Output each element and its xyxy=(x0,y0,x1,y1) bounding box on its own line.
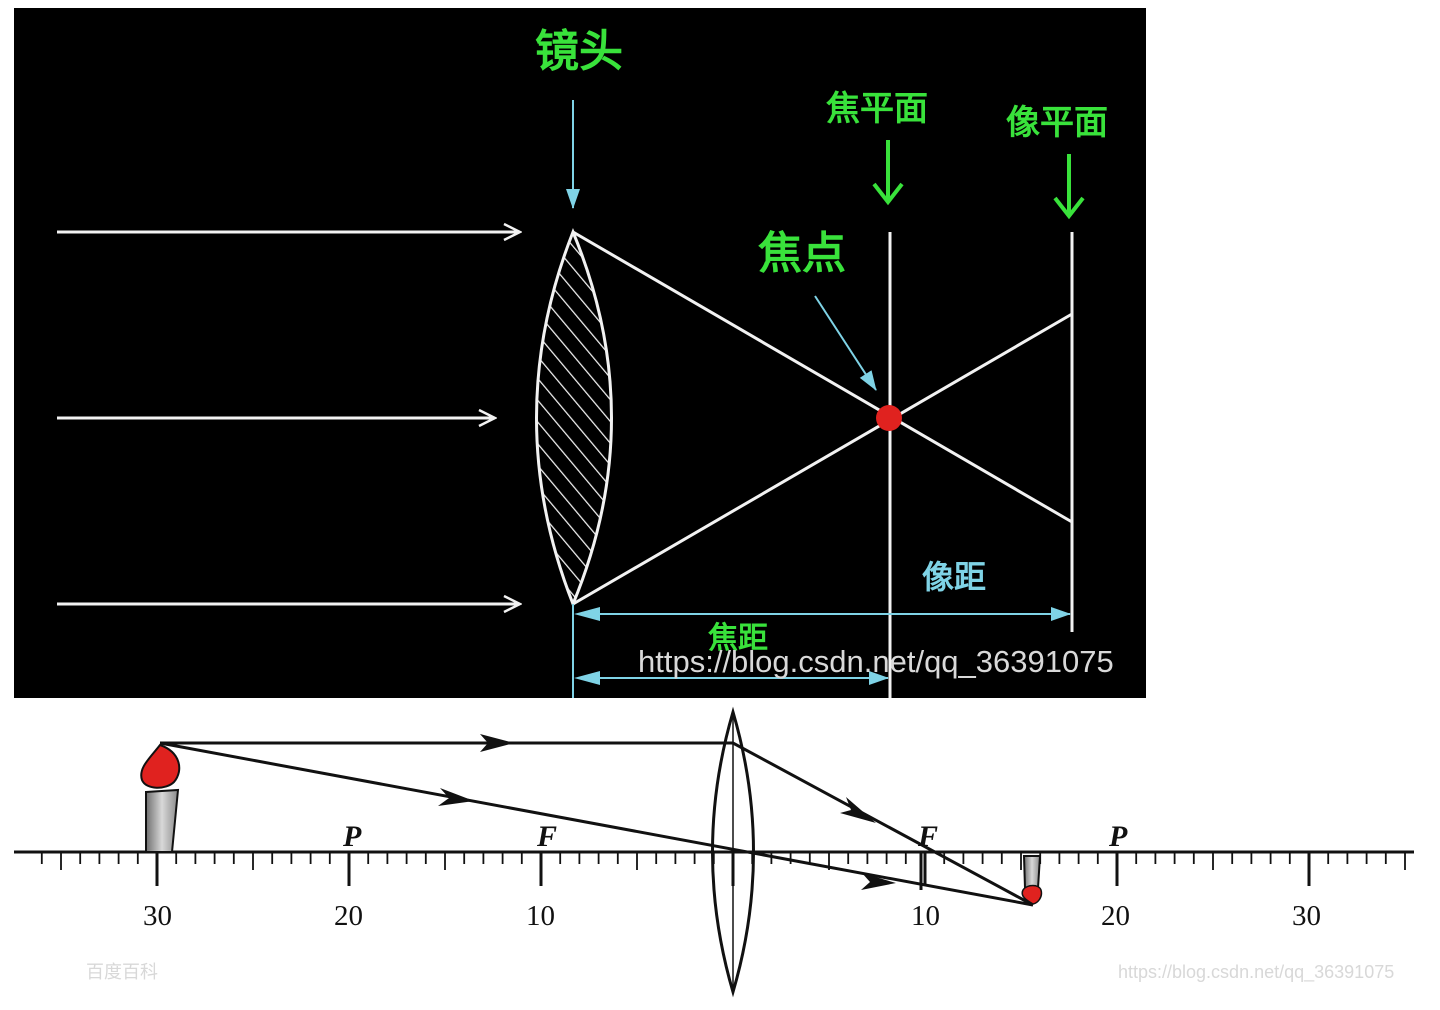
tick-label-left-20: 20 xyxy=(334,900,363,932)
candle-image-icon xyxy=(1021,855,1043,905)
ray-arrow-2-icon xyxy=(438,788,474,806)
tick-label-left-10: 10 xyxy=(526,900,555,932)
focus-dot xyxy=(876,405,902,431)
ray-arrow-1-icon xyxy=(480,734,514,752)
bottom-watermark-right: https://blog.csdn.net/qq_36391075 xyxy=(1118,962,1394,983)
candle-object-icon xyxy=(140,743,181,853)
parallel-ray xyxy=(160,741,1034,907)
tick-label-right-10: 10 xyxy=(911,900,940,932)
focal-length-left-arrow-icon xyxy=(574,671,600,685)
lens-label: 镜头 xyxy=(535,26,623,77)
focal-plane-arrow-icon xyxy=(872,140,904,206)
tick-label-left-30: 30 xyxy=(143,900,172,932)
refracted-ray-upper xyxy=(572,230,1073,524)
tick-label-right-20: 20 xyxy=(1101,900,1130,932)
ray-arrow-4-icon xyxy=(861,873,896,890)
image-plane-arrow-icon xyxy=(1053,154,1085,220)
point-p-left: P xyxy=(342,820,362,853)
top-watermark: https://blog.csdn.net/qq_36391075 xyxy=(638,644,1114,679)
focus-point-pointer xyxy=(814,295,877,391)
image-distance-label: 像距 xyxy=(922,558,986,596)
point-p-right: P xyxy=(1108,820,1128,853)
ray-arrow-3-icon xyxy=(840,797,876,823)
refracted-ray-lower xyxy=(572,312,1073,606)
image-plane-label: 像平面 xyxy=(1006,103,1108,143)
focal-length-label: 焦距 xyxy=(708,621,768,656)
tick-label-right-30: 30 xyxy=(1292,900,1321,932)
focal-plane-label: 焦平面 xyxy=(826,89,928,129)
point-f-right: F xyxy=(917,820,938,853)
focus-point-label: 焦点 xyxy=(758,228,846,279)
point-f-left: F xyxy=(536,820,557,853)
bottom-watermark-left: 百度百科 xyxy=(86,962,158,982)
central-ray xyxy=(159,741,1034,907)
ruler-ticks xyxy=(40,852,1406,886)
image-distance-left-arrow-icon xyxy=(574,607,600,621)
